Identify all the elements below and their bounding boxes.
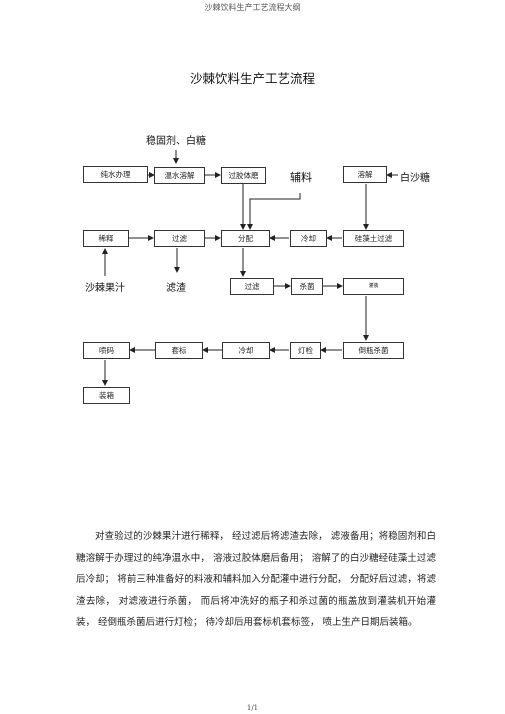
step-pack: 装箱 [83,387,130,404]
page-title: 沙棘饮料生产工艺流程 [189,71,315,86]
label-stabilizer-sugar: 稳固剂、白糖 [146,136,206,147]
step-spray-code: 喷码 [83,342,130,359]
step-diatom-filter: 硅藻土过滤 [343,230,404,247]
page-header: 沙棘饮料生产工艺流程大纲 [204,3,301,12]
step-sterilize: 杀菌 [291,278,323,295]
label-juice: 沙棘果汁 [85,283,125,294]
step-dilute: 稀释 [83,230,129,247]
step-filter-2: 过滤 [230,278,274,295]
step-filter: 过滤 [154,230,205,247]
step-dissolve: 溶解 [343,166,387,183]
label-residue: 滤渣 [166,283,186,294]
arrow-auxiliary-to-blend [247,193,301,230]
step-colloid-mill: 过胶体磨 [221,167,266,184]
label-auxiliary: 辅料 [290,171,312,184]
step-warm-water-dissolve: 温水溶解 [154,167,205,184]
description-paragraph: 对查验过的沙棘果汁进行稀释， 经过滤后将滤渣去除， 滤液备用；将稳固剂和白糖溶解… [76,531,436,628]
step-cool-2: 冷却 [222,342,270,359]
step-lamp-check: 灯检 [290,342,321,359]
step-fill: 灌装 [343,278,404,295]
page-number: 1/1 [246,704,259,712]
step-cool: 冷却 [290,230,327,247]
step-invert-sterilize: 倒瓶杀菌 [343,342,404,359]
step-blend: 分配 [221,230,270,247]
label-white-sugar: 白沙糖 [400,173,430,184]
step-label: 套标 [155,342,203,359]
step-pure-water: 纯水办理 [83,166,148,183]
